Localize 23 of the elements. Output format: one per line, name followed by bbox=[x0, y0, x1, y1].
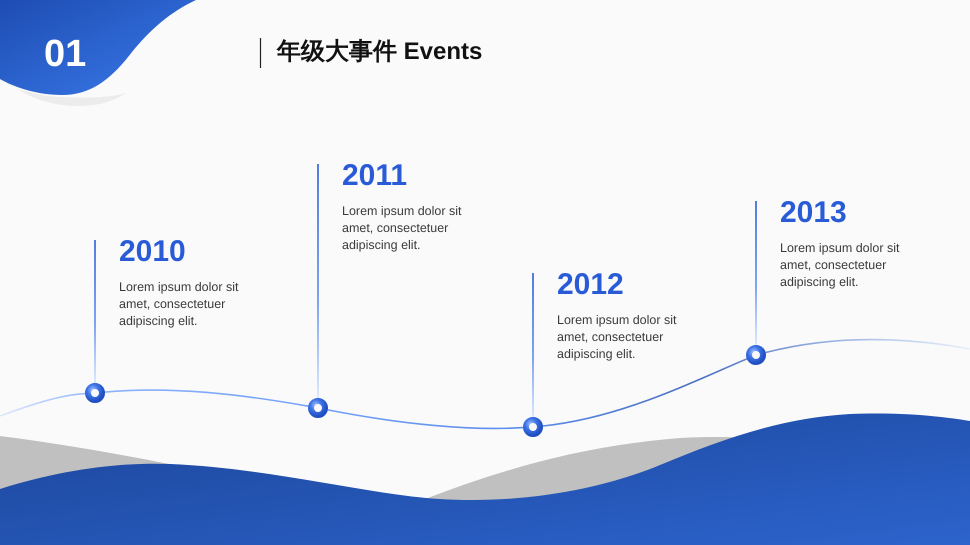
timeline-stem bbox=[94, 240, 96, 383]
year-heading: 2013 bbox=[780, 201, 847, 225]
timeline-curve bbox=[104, 389, 308, 407]
timeline-dot bbox=[85, 383, 105, 403]
year-heading: 2012 bbox=[557, 273, 624, 297]
year-heading: 2010 bbox=[119, 240, 186, 264]
timeline-curve bbox=[542, 358, 748, 427]
timeline-dot bbox=[746, 345, 766, 365]
timeline-curve bbox=[0, 392, 86, 417]
year-heading: 2011 bbox=[342, 164, 408, 188]
event-description: Lorem ipsum dolor sit amet, consectetuer adipiscing elit. bbox=[780, 240, 900, 291]
timeline-dot bbox=[523, 417, 543, 437]
timeline-stem bbox=[755, 201, 757, 345]
timeline-stem bbox=[317, 164, 319, 398]
event-description: Lorem ipsum dolor sit amet, consectetuer adipiscing elit. bbox=[342, 203, 462, 254]
event-description: Lorem ipsum dolor sit amet, consectetuer adipiscing elit. bbox=[119, 279, 240, 330]
timeline-curve bbox=[328, 409, 524, 430]
section-number: 01 bbox=[44, 32, 86, 76]
page-title: 年级大事件 Events bbox=[277, 37, 482, 67]
timeline-stem bbox=[532, 273, 534, 417]
timeline-curve bbox=[766, 338, 970, 354]
timeline-dot bbox=[308, 398, 328, 418]
event-description: Lorem ipsum dolor sit amet, consectetuer adipiscing elit. bbox=[557, 312, 678, 363]
